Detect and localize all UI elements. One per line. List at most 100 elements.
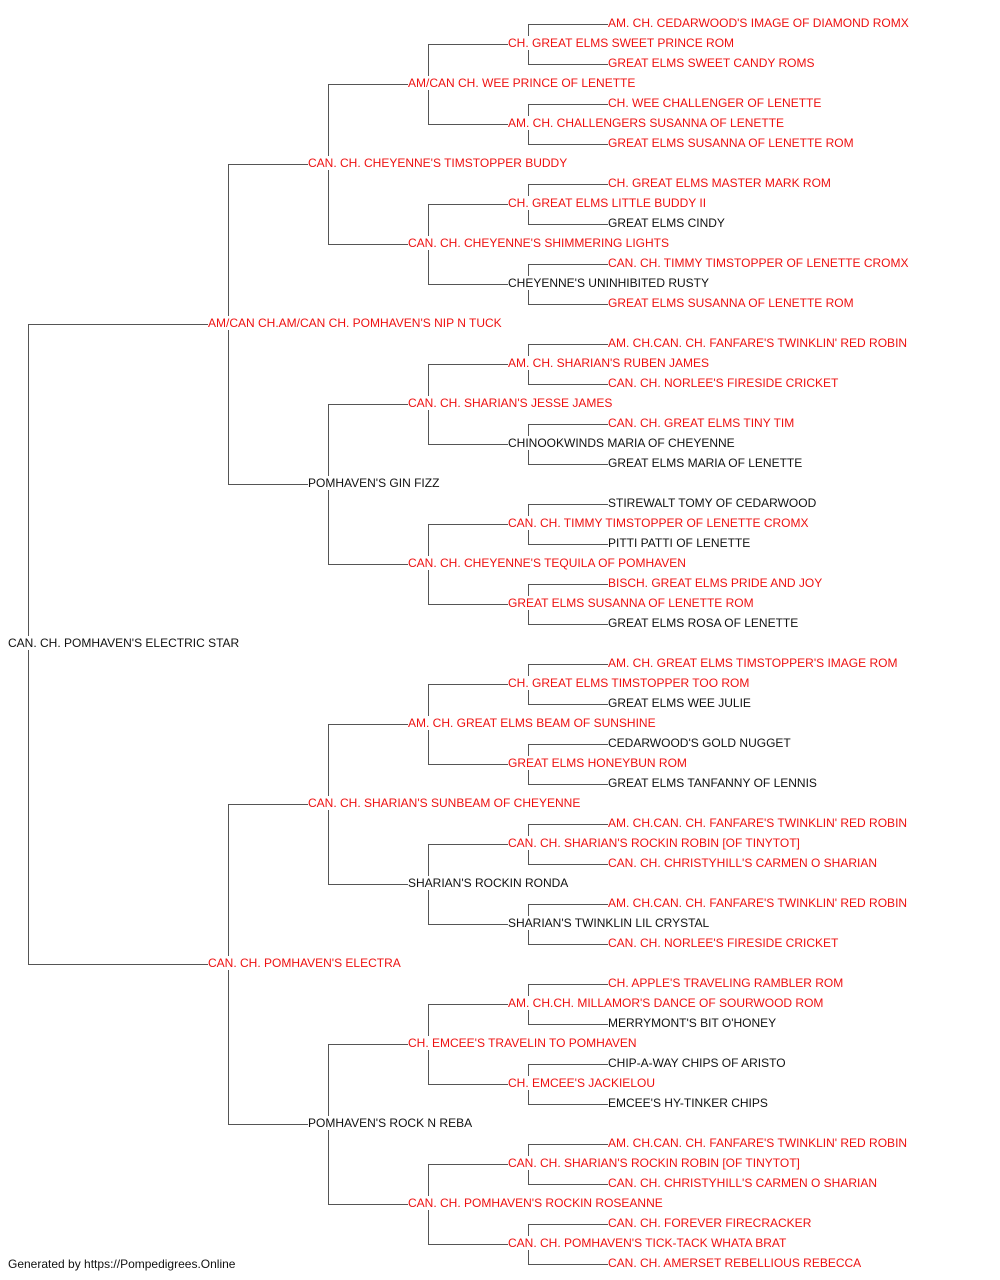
pedigree-entry-gen-2[interactable]: POMHAVEN'S ROCK N REBA <box>308 1116 475 1130</box>
pedigree-entry-gen-5[interactable]: CAN. CH. FOREVER FIRECRACKER <box>608 1216 814 1230</box>
pedigree-entry-gen-3[interactable]: AM/CAN CH. WEE PRINCE OF LENETTE <box>408 76 638 90</box>
connector-horizontal <box>328 884 408 885</box>
connector-horizontal <box>528 544 608 545</box>
connector-horizontal <box>528 1064 608 1065</box>
pedigree-entry-gen-3[interactable]: CH. EMCEE'S TRAVELIN TO POMHAVEN <box>408 1036 639 1050</box>
connector-horizontal <box>528 984 608 985</box>
connector-horizontal <box>328 244 408 245</box>
pedigree-entry-gen-5[interactable]: AM. CH.CAN. CH. FANFARE'S TWINKLIN' RED … <box>608 896 910 910</box>
pedigree-entry-gen-1[interactable]: CAN. CH. POMHAVEN'S ELECTRA <box>208 956 403 970</box>
pedigree-entry-gen-5[interactable]: CH. WEE CHALLENGER OF LENETTE <box>608 96 824 110</box>
connector-horizontal <box>528 944 608 945</box>
connector-horizontal <box>428 444 508 445</box>
pedigree-entry-gen-4[interactable]: CAN. CH. TIMMY TIMSTOPPER OF LENETTE CRO… <box>508 516 811 530</box>
pedigree-entry-gen-5[interactable]: CAN. CH. GREAT ELMS TINY TIM <box>608 416 797 430</box>
pedigree-entry-gen-3[interactable]: CAN. CH. POMHAVEN'S ROCKIN ROSEANNE <box>408 1196 665 1210</box>
pedigree-entry-gen-4[interactable]: AM. CH. SHARIAN'S RUBEN JAMES <box>508 356 711 370</box>
connector-horizontal <box>528 104 608 105</box>
pedigree-entry-gen-4[interactable]: CHEYENNE'S UNINHIBITED RUSTY <box>508 276 711 290</box>
connector-horizontal <box>528 904 608 905</box>
pedigree-entry-gen-5[interactable]: GREAT ELMS SUSANNA OF LENETTE ROM <box>608 136 856 150</box>
pedigree-entry-gen-5[interactable]: AM. CH.CAN. CH. FANFARE'S TWINKLIN' RED … <box>608 1136 910 1150</box>
pedigree-entry-gen-3[interactable]: CAN. CH. CHEYENNE'S TEQUILA OF POMHAVEN <box>408 556 688 570</box>
connector-horizontal <box>428 604 508 605</box>
connector-horizontal <box>528 744 608 745</box>
pedigree-entry-gen-0[interactable]: CAN. CH. POMHAVEN'S ELECTRIC STAR <box>8 636 242 650</box>
pedigree-entry-gen-5[interactable]: CEDARWOOD'S GOLD NUGGET <box>608 736 793 750</box>
pedigree-entry-gen-4[interactable]: SHARIAN'S TWINKLIN LIL CRYSTAL <box>508 916 712 930</box>
pedigree-entry-gen-3[interactable]: CAN. CH. SHARIAN'S JESSE JAMES <box>408 396 615 410</box>
connector-horizontal <box>328 1204 408 1205</box>
pedigree-entry-gen-5[interactable]: CAN. CH. CHRISTYHILL'S CARMEN O SHARIAN <box>608 856 879 870</box>
pedigree-entry-gen-5[interactable]: CAN. CH. NORLEE'S FIRESIDE CRICKET <box>608 376 841 390</box>
pedigree-entry-gen-5[interactable]: PITTI PATTI OF LENETTE <box>608 536 753 550</box>
connector-horizontal <box>528 1024 608 1025</box>
connector-horizontal <box>328 1044 408 1045</box>
pedigree-entry-gen-5[interactable]: GREAT ELMS ROSA OF LENETTE <box>608 616 801 630</box>
pedigree-entry-gen-4[interactable]: CH. GREAT ELMS SWEET PRINCE ROM <box>508 36 737 50</box>
pedigree-entry-gen-3[interactable]: AM. CH. GREAT ELMS BEAM OF SUNSHINE <box>408 716 658 730</box>
pedigree-entry-gen-5[interactable]: BISCH. GREAT ELMS PRIDE AND JOY <box>608 576 825 590</box>
pedigree-entry-gen-2[interactable]: CAN. CH. CHEYENNE'S TIMSTOPPER BUDDY <box>308 156 570 170</box>
pedigree-entry-gen-5[interactable]: GREAT ELMS TANFANNY OF LENNIS <box>608 776 819 790</box>
pedigree-entry-gen-2[interactable]: CAN. CH. SHARIAN'S SUNBEAM OF CHEYENNE <box>308 796 583 810</box>
connector-horizontal <box>528 384 608 385</box>
pedigree-entry-gen-5[interactable]: AM. CH.CAN. CH. FANFARE'S TWINKLIN' RED … <box>608 816 910 830</box>
connector-horizontal <box>428 284 508 285</box>
pedigree-entry-gen-1[interactable]: AM/CAN CH.AM/CAN CH. POMHAVEN'S NIP N TU… <box>208 316 504 330</box>
connector-horizontal <box>428 364 508 365</box>
pedigree-entry-gen-5[interactable]: CH. GREAT ELMS MASTER MARK ROM <box>608 176 833 190</box>
connector-horizontal <box>528 24 608 25</box>
connector-horizontal <box>528 664 608 665</box>
pedigree-entry-gen-5[interactable]: GREAT ELMS MARIA OF LENETTE <box>608 456 805 470</box>
connector-horizontal <box>328 724 408 725</box>
connector-horizontal <box>528 344 608 345</box>
pedigree-entry-gen-4[interactable]: AM. CH.CH. MILLAMOR'S DANCE OF SOURWOOD … <box>508 996 826 1010</box>
pedigree-entry-gen-3[interactable]: SHARIAN'S ROCKIN RONDA <box>408 876 571 890</box>
generated-by-footer: Generated by https://Pompedigrees.Online <box>8 1257 236 1271</box>
connector-horizontal <box>428 844 508 845</box>
pedigree-entry-gen-3[interactable]: CAN. CH. CHEYENNE'S SHIMMERING LIGHTS <box>408 236 671 250</box>
pedigree-entry-gen-4[interactable]: GREAT ELMS HONEYBUN ROM <box>508 756 689 770</box>
pedigree-entry-gen-4[interactable]: CAN. CH. SHARIAN'S ROCKIN ROBIN [OF TINY… <box>508 836 802 850</box>
connector-horizontal <box>428 44 508 45</box>
pedigree-entry-gen-4[interactable]: CAN. CH. POMHAVEN'S TICK-TACK WHATA BRAT <box>508 1236 789 1250</box>
connector-horizontal <box>428 684 508 685</box>
pedigree-entry-gen-5[interactable]: GREAT ELMS WEE JULIE <box>608 696 753 710</box>
pedigree-entry-gen-5[interactable]: AM. CH.CAN. CH. FANFARE'S TWINKLIN' RED … <box>608 336 910 350</box>
connector-horizontal <box>528 264 608 265</box>
pedigree-entry-gen-4[interactable]: CHINOOKWINDS MARIA OF CHEYENNE <box>508 436 737 450</box>
pedigree-entry-gen-5[interactable]: CH. APPLE'S TRAVELING RAMBLER ROM <box>608 976 846 990</box>
pedigree-entry-gen-5[interactable]: CAN. CH. NORLEE'S FIRESIDE CRICKET <box>608 936 841 950</box>
pedigree-entry-gen-5[interactable]: MERRYMONT'S BIT O'HONEY <box>608 1016 779 1030</box>
connector-horizontal <box>428 924 508 925</box>
connector-horizontal <box>328 564 408 565</box>
pedigree-entry-gen-5[interactable]: AM. CH. GREAT ELMS TIMSTOPPER'S IMAGE RO… <box>608 656 900 670</box>
connector-horizontal <box>428 1084 508 1085</box>
pedigree-entry-gen-4[interactable]: CH. EMCEE'S JACKIELOU <box>508 1076 657 1090</box>
pedigree-entry-gen-5[interactable]: CHIP-A-WAY CHIPS OF ARISTO <box>608 1056 788 1070</box>
pedigree-entry-gen-5[interactable]: CAN. CH. CHRISTYHILL'S CARMEN O SHARIAN <box>608 1176 879 1190</box>
pedigree-entry-gen-5[interactable]: AM. CH. CEDARWOOD'S IMAGE OF DIAMOND ROM… <box>608 16 911 30</box>
pedigree-entry-gen-4[interactable]: CH. GREAT ELMS LITTLE BUDDY II <box>508 196 709 210</box>
pedigree-entry-gen-4[interactable]: AM. CH. CHALLENGERS SUSANNA OF LENETTE <box>508 116 787 130</box>
pedigree-entry-gen-5[interactable]: GREAT ELMS CINDY <box>608 216 727 230</box>
pedigree-entry-gen-5[interactable]: CAN. CH. TIMMY TIMSTOPPER OF LENETTE CRO… <box>608 256 911 270</box>
connector-horizontal <box>528 704 608 705</box>
connector-horizontal <box>528 784 608 785</box>
pedigree-entry-gen-4[interactable]: CAN. CH. SHARIAN'S ROCKIN ROBIN [OF TINY… <box>508 1156 802 1170</box>
pedigree-entry-gen-5[interactable]: GREAT ELMS SUSANNA OF LENETTE ROM <box>608 296 856 310</box>
connector-horizontal <box>528 464 608 465</box>
connector-horizontal <box>528 224 608 225</box>
pedigree-entry-gen-4[interactable]: CH. GREAT ELMS TIMSTOPPER TOO ROM <box>508 676 752 690</box>
pedigree-entry-gen-2[interactable]: POMHAVEN'S GIN FIZZ <box>308 476 442 490</box>
pedigree-entry-gen-5[interactable]: STIREWALT TOMY OF CEDARWOOD <box>608 496 819 510</box>
pedigree-entry-gen-5[interactable]: CAN. CH. AMERSET REBELLIOUS REBECCA <box>608 1256 864 1270</box>
pedigree-entry-gen-4[interactable]: GREAT ELMS SUSANNA OF LENETTE ROM <box>508 596 756 610</box>
connector-horizontal <box>28 324 208 325</box>
connector-horizontal <box>528 1184 608 1185</box>
pedigree-entry-gen-5[interactable]: EMCEE'S HY-TINKER CHIPS <box>608 1096 770 1110</box>
pedigree-entry-gen-5[interactable]: GREAT ELMS SWEET CANDY ROMS <box>608 56 817 70</box>
connector-horizontal <box>528 304 608 305</box>
